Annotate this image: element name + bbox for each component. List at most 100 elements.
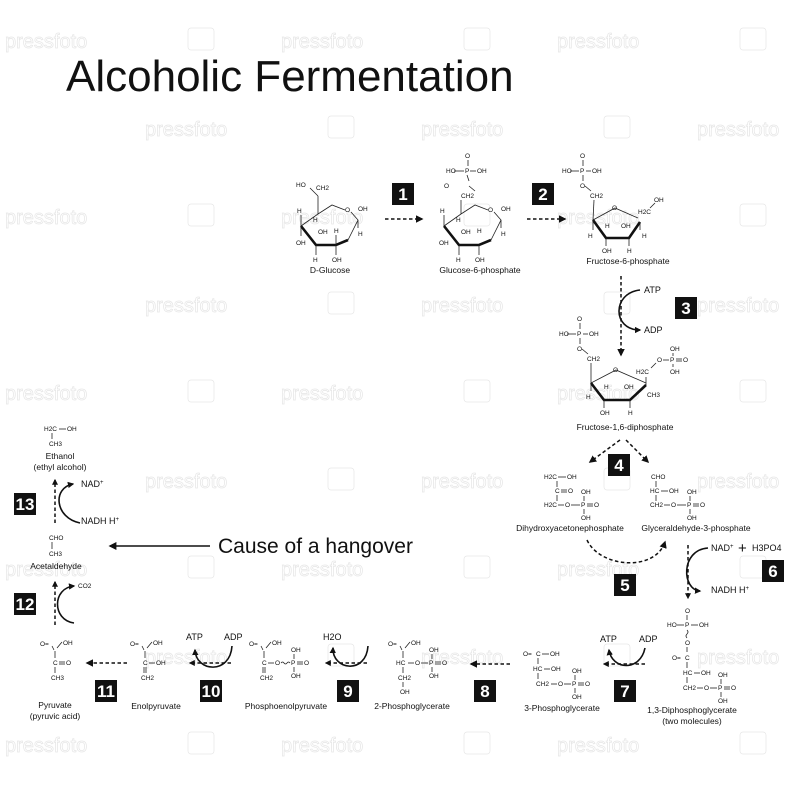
atom-label: O [568,488,573,495]
atom-label: O [442,660,447,667]
acetaldehyde-structure: CHO CH3 Acetaldehyde [30,535,82,571]
co2-label: CO2 [78,583,92,590]
atom-label: ADP [224,632,243,642]
atom-label: OH [621,223,631,230]
compound-label-3pg: 3-Phosphoglycerate [524,703,600,713]
plus-sign: + [738,540,747,557]
3-phosphoglycerate-structure: O= C OH HC OH CH2 O P O OH OH 3-Phosphog… [523,651,600,713]
atom-label: H [605,223,610,230]
nadh-oxidation-curve [58,481,81,524]
atom-label: OH [687,515,697,522]
atom-label: H [313,217,318,224]
atom-label: H [586,394,591,401]
reaction-arrow-4b [625,439,650,464]
phosphoric-acid-label: H3PO4 [752,543,782,553]
atom-label: OH [551,666,561,673]
atom-label: OH [272,640,282,647]
atom-label: CH3 [647,392,660,399]
compound-note-ethanol: (ethyl alcohol) [34,462,87,472]
fructose-1-6-diphosphate-structure: HO P OH O O CH2 O H2C O P O OH OH H OH H… [559,316,688,432]
atom-label: O [685,640,690,647]
atom-label: C [536,651,541,658]
ethanol-structure: H2C OH CH3 Ethanol (ethyl alcohol) [34,426,87,472]
atom-label: OH [718,672,728,679]
atom-label: O [565,502,570,509]
atom-label: HO [559,331,569,338]
atom-label: OH [439,240,449,247]
atom-label: H [313,257,318,264]
atom-label: H [628,410,633,417]
atom-label: P [465,168,469,175]
atp-production-curve-10 [192,645,233,668]
atom-label: 12 [16,595,35,614]
atom-label: HC [650,488,660,495]
atom-label: H [334,228,339,235]
isomerase-arrow-5 [586,539,667,564]
atom-label: OH [291,673,301,680]
atom-label: O= [40,641,49,648]
atom-label: P [581,502,585,509]
atom-label: O [700,502,705,509]
atom-label: OH [670,346,680,353]
step-badge-4 [608,454,630,476]
atom-label: OH [669,488,679,495]
atom-label: OH [572,694,582,701]
atom-label: O [275,660,280,667]
atom-label: CH2 [587,356,600,363]
step-badge-1 [392,183,414,205]
atom-label: ATP [644,285,661,295]
compound-label-bpg: 1,3-Diphosphoglycerate [647,705,737,715]
atom-label: O [415,660,420,667]
atom-label: 9 [343,682,352,701]
atom-label: OH [581,489,591,496]
atom-label: P [429,660,433,667]
page-title: Alcoholic Fermentation [66,52,514,101]
atom-label: H [642,233,647,240]
atom-label: O [577,316,582,323]
water-release-curve [329,645,369,667]
atom-label: HC [533,666,543,673]
step-badge-13 [14,493,36,515]
atom-label: OH [400,689,410,696]
co2-release-curve [56,583,76,624]
atom-label: O [594,502,599,509]
atom-label: OH [332,257,342,264]
atom-label: H2C [544,474,557,481]
atom-label: OH [600,410,610,417]
atom-label: P [718,685,722,692]
step-badge-3 [675,297,697,319]
atom-label: OH [670,369,680,376]
atom-label: O [304,660,309,667]
atom-label: CHO [49,535,63,542]
atom-label: H2C [636,369,649,376]
atom-label: HC [396,660,406,667]
atom-label: OH [429,673,439,680]
fructose-6-phosphate-structure: HO P OH O O CH2 O H2C OH H OH H H OH H F… [562,153,670,266]
step-badge-11 [95,680,117,702]
compound-label-ethanol: Ethanol [46,451,75,461]
atom-label: HO [667,622,677,629]
atom-label: OH [156,660,166,667]
atom-label: OH [296,240,306,247]
atom-label: OH [589,331,599,338]
atom-label: CHO [651,474,665,481]
2-phosphoglycerate-structure: O= OH HC O P O OH OH CH2 OH 2-Phosphogly… [374,640,450,711]
step-badge-2 [532,183,554,205]
compound-label-enolpyruvate: Enolpyruvate [131,701,181,711]
atom-label: O [465,153,470,160]
atom-label: CH3 [49,441,62,448]
atom-label: HO [562,168,572,175]
atom-label: O= [672,655,681,662]
atom-label: OH [411,640,421,647]
atom-label: HO [296,182,306,189]
atom-label: 6 [768,562,777,581]
atom-label: O [580,153,585,160]
nad-reduction-curve [685,547,709,594]
compound-note-pyruvate: (pyruvic acid) [30,711,81,721]
atom-label: H [477,228,482,235]
atom-label: OH [477,168,487,175]
atom-label: OH [291,647,301,654]
compound-label-g3p: Glyceraldehyde-3-phosphate [641,523,750,533]
atp-consumption-curve [618,289,642,334]
